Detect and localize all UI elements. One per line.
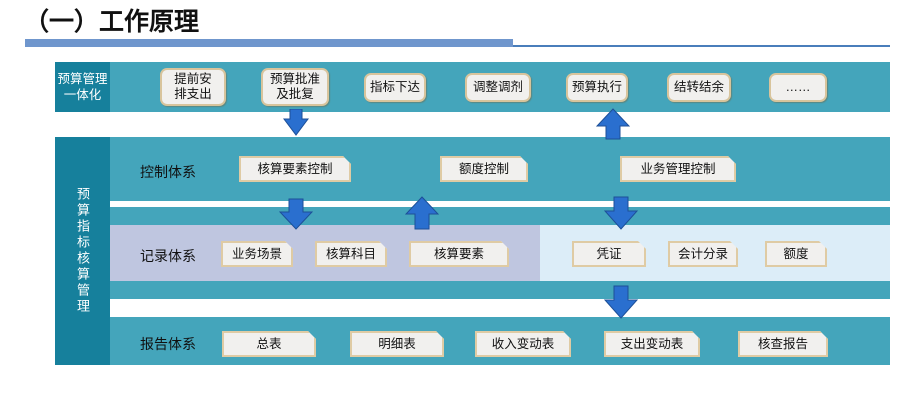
node-line: 凭证 xyxy=(596,246,622,261)
node-line: 额度 xyxy=(783,246,809,261)
sidebar-main-label: 预算指标核算管理 xyxy=(75,187,90,315)
arrow-down-control-record-2-icon xyxy=(604,196,638,230)
node-budget-execution[interactable]: 预算执行 xyxy=(566,73,628,102)
arrow-down-control-to-record-icon xyxy=(279,198,313,230)
node-voucher[interactable]: 凭证 xyxy=(572,241,646,267)
sidebar-top-line2: 一体化 xyxy=(63,88,102,102)
node-accounting-element[interactable]: 核算要素 xyxy=(409,241,509,267)
sidebar-budget-index-accounting: 预算指标核算管理 xyxy=(55,137,110,365)
arrow-down-budget-to-control-icon xyxy=(281,109,311,139)
node-adjustment-allocation[interactable]: 调整调剂 xyxy=(465,73,531,102)
node-carryover-surplus[interactable]: 结转结余 xyxy=(667,73,731,102)
node-indicator-issuance[interactable]: 指标下达 xyxy=(364,73,426,102)
node-line: 结转结余 xyxy=(673,80,724,94)
node-summary-table[interactable]: 总表 xyxy=(222,331,316,357)
node-accounting-element-control[interactable]: 核算要素控制 xyxy=(239,156,351,182)
node-line: 会计分录 xyxy=(677,246,728,261)
node-line: 额度控制 xyxy=(458,161,509,176)
node-line: 业务管理控制 xyxy=(640,161,716,176)
row-label-record-system: 记录体系 xyxy=(140,248,196,264)
node-line: 排支出 xyxy=(174,87,212,101)
node-accounting-subject[interactable]: 核算科目 xyxy=(315,241,387,267)
band-spacer-upper xyxy=(110,207,890,225)
node-line: 指标下达 xyxy=(369,80,420,94)
sidebar-budget-integration: 预算管理 一体化 xyxy=(55,62,110,112)
node-quota-control[interactable]: 额度控制 xyxy=(440,156,528,182)
node-detail-table[interactable]: 明细表 xyxy=(350,331,444,357)
band-spacer-lower xyxy=(110,281,890,299)
node-line: 收入变动表 xyxy=(491,336,555,351)
row-label-report-system: 报告体系 xyxy=(140,336,196,352)
arrow-up-control-to-budget-icon xyxy=(596,108,630,140)
node-line: 核算要素控制 xyxy=(257,161,333,176)
node-line: 核查报告 xyxy=(757,336,808,351)
node-line: 业务场景 xyxy=(231,246,282,261)
node-line: 支出变动表 xyxy=(620,336,684,351)
node-business-management-control[interactable]: 业务管理控制 xyxy=(620,156,736,182)
node-quota[interactable]: 额度 xyxy=(765,241,827,267)
node-line: …… xyxy=(785,80,811,94)
node-accounting-entry[interactable]: 会计分录 xyxy=(668,241,738,267)
node-line: 预算执行 xyxy=(571,80,622,94)
sidebar-top-line1: 预算管理 xyxy=(57,72,108,86)
node-income-change-table[interactable]: 收入变动表 xyxy=(475,331,571,357)
node-line: 预算批准 xyxy=(269,72,320,86)
node-audit-report[interactable]: 核查报告 xyxy=(738,331,828,357)
header-divider-accent xyxy=(25,39,513,47)
arrow-down-record-to-report-icon xyxy=(604,285,638,319)
node-expense-change-table[interactable]: 支出变动表 xyxy=(604,331,700,357)
node-advance-expenditure[interactable]: 提前安 排支出 xyxy=(160,68,226,106)
page-title: （一）工作原理 xyxy=(24,8,200,36)
node-business-scenario[interactable]: 业务场景 xyxy=(221,241,293,267)
arrow-up-record-to-control-icon xyxy=(405,196,439,230)
node-line: 核算要素 xyxy=(433,246,484,261)
node-ellipsis[interactable]: …… xyxy=(769,73,827,102)
node-line: 总表 xyxy=(256,336,282,351)
row-label-control-system: 控制体系 xyxy=(140,164,196,180)
node-line: 核算科目 xyxy=(325,246,376,261)
node-line: 明细表 xyxy=(378,336,416,351)
node-line: 提前安 xyxy=(174,72,212,86)
node-line: 及批复 xyxy=(276,87,314,101)
node-line: 调整调剂 xyxy=(472,80,523,94)
node-budget-approval-reply[interactable]: 预算批准 及批复 xyxy=(261,68,329,106)
